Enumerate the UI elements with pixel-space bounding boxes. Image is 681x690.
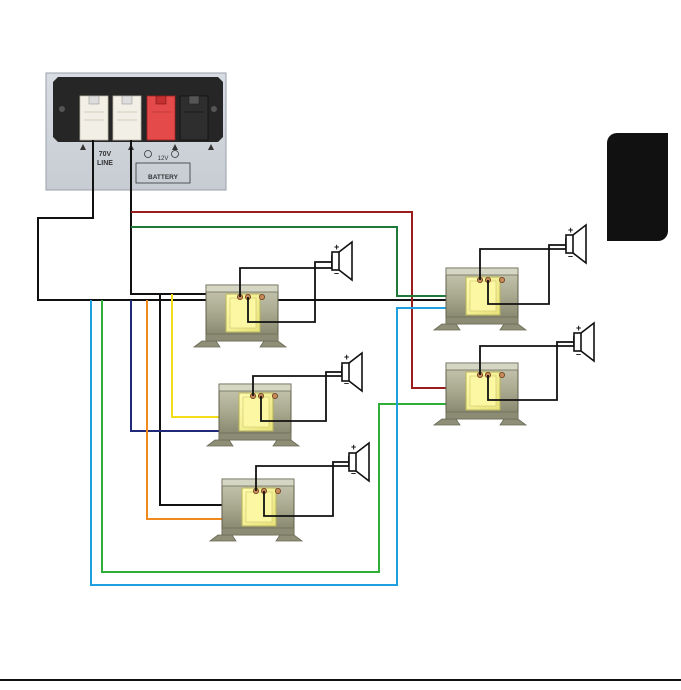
- svg-text:+: +: [351, 442, 356, 452]
- speaker-3: + –: [349, 442, 369, 481]
- battery-label: BATTERY: [148, 174, 179, 181]
- battery-voltage-label: 12V: [158, 156, 169, 162]
- svg-text:–: –: [576, 349, 581, 359]
- speaker-2: + –: [342, 352, 362, 391]
- line-label-top: 70V: [99, 151, 112, 158]
- svg-text:+: +: [576, 323, 581, 333]
- svg-text:+: +: [334, 242, 339, 252]
- svg-text:+: +: [344, 352, 349, 362]
- footer-divider: [0, 679, 681, 681]
- speaker-1: + –: [332, 242, 352, 280]
- speaker-4: + –: [566, 225, 586, 263]
- svg-text:–: –: [334, 268, 339, 278]
- amplifier-terminal-panel: 70V LINE 12V BATTERY: [46, 73, 226, 190]
- line-label-bottom: LINE: [97, 160, 113, 167]
- svg-text:–: –: [344, 378, 349, 388]
- speaker-5: + –: [574, 323, 594, 361]
- svg-text:+: +: [568, 225, 573, 235]
- section-side-tab: [607, 133, 668, 241]
- svg-text:–: –: [568, 251, 573, 261]
- secondary-wires: [240, 238, 574, 516]
- wire-darkgreen: [131, 227, 446, 296]
- svg-text:–: –: [351, 468, 356, 478]
